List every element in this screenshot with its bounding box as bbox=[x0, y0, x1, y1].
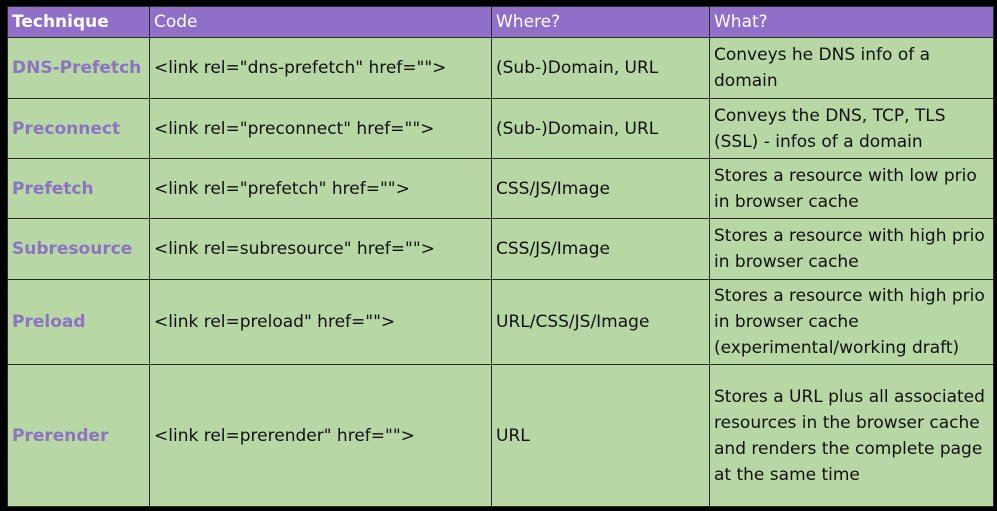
technique-cell: DNS-Prefetch bbox=[7, 37, 150, 99]
table-header-row: Technique Code Where? What? bbox=[7, 6, 994, 38]
what-cell: Stores a resource with low prio in brows… bbox=[709, 158, 994, 219]
technique-cell: Preconnect bbox=[7, 98, 150, 159]
table-row: Prefetch <link rel="prefetch" href=""> C… bbox=[7, 158, 994, 219]
what-cell: Stores a URL plus all associated resourc… bbox=[709, 364, 994, 507]
header-code: Code bbox=[149, 6, 492, 38]
where-cell: CSS/JS/Image bbox=[491, 218, 710, 280]
resource-hints-table: Technique Code Where? What? DNS-Prefetch… bbox=[7, 6, 994, 507]
what-cell: Conveys the DNS, TCP, TLS (SSL) - infos … bbox=[709, 98, 994, 159]
code-cell: <link rel=preload" href=""> bbox=[149, 279, 492, 365]
technique-cell: Preload bbox=[7, 279, 150, 365]
where-cell: CSS/JS/Image bbox=[491, 158, 710, 219]
resource-hints-table-frame: Technique Code Where? What? DNS-Prefetch… bbox=[7, 6, 994, 507]
table-row: Subresource <link rel=subresource" href=… bbox=[7, 218, 994, 280]
where-cell: URL bbox=[491, 364, 710, 507]
code-cell: <link rel=prerender" href=""> bbox=[149, 364, 492, 507]
where-cell: URL/CSS/JS/Image bbox=[491, 279, 710, 365]
header-technique: Technique bbox=[7, 6, 150, 38]
header-where: Where? bbox=[491, 6, 710, 38]
what-cell: Stores a resource with high prio in brow… bbox=[709, 218, 994, 280]
table-row: Preload <link rel=preload" href=""> URL/… bbox=[7, 279, 994, 365]
technique-cell: Prerender bbox=[7, 364, 150, 507]
table-row: Prerender <link rel=prerender" href=""> … bbox=[7, 364, 994, 507]
code-cell: <link rel="dns-prefetch" href=""> bbox=[149, 37, 492, 99]
what-cell: Stores a resource with high prio in brow… bbox=[709, 279, 994, 365]
code-cell: <link rel="prefetch" href=""> bbox=[149, 158, 492, 219]
table-row: DNS-Prefetch <link rel="dns-prefetch" hr… bbox=[7, 37, 994, 99]
code-cell: <link rel=subresource" href=""> bbox=[149, 218, 492, 280]
where-cell: (Sub-)Domain, URL bbox=[491, 37, 710, 99]
technique-cell: Subresource bbox=[7, 218, 150, 280]
header-what: What? bbox=[709, 6, 994, 38]
where-cell: (Sub-)Domain, URL bbox=[491, 98, 710, 159]
what-cell: Conveys he DNS info of a domain bbox=[709, 37, 994, 99]
code-cell: <link rel="preconnect" href=""> bbox=[149, 98, 492, 159]
table-row: Preconnect <link rel="preconnect" href="… bbox=[7, 98, 994, 159]
technique-cell: Prefetch bbox=[7, 158, 150, 219]
